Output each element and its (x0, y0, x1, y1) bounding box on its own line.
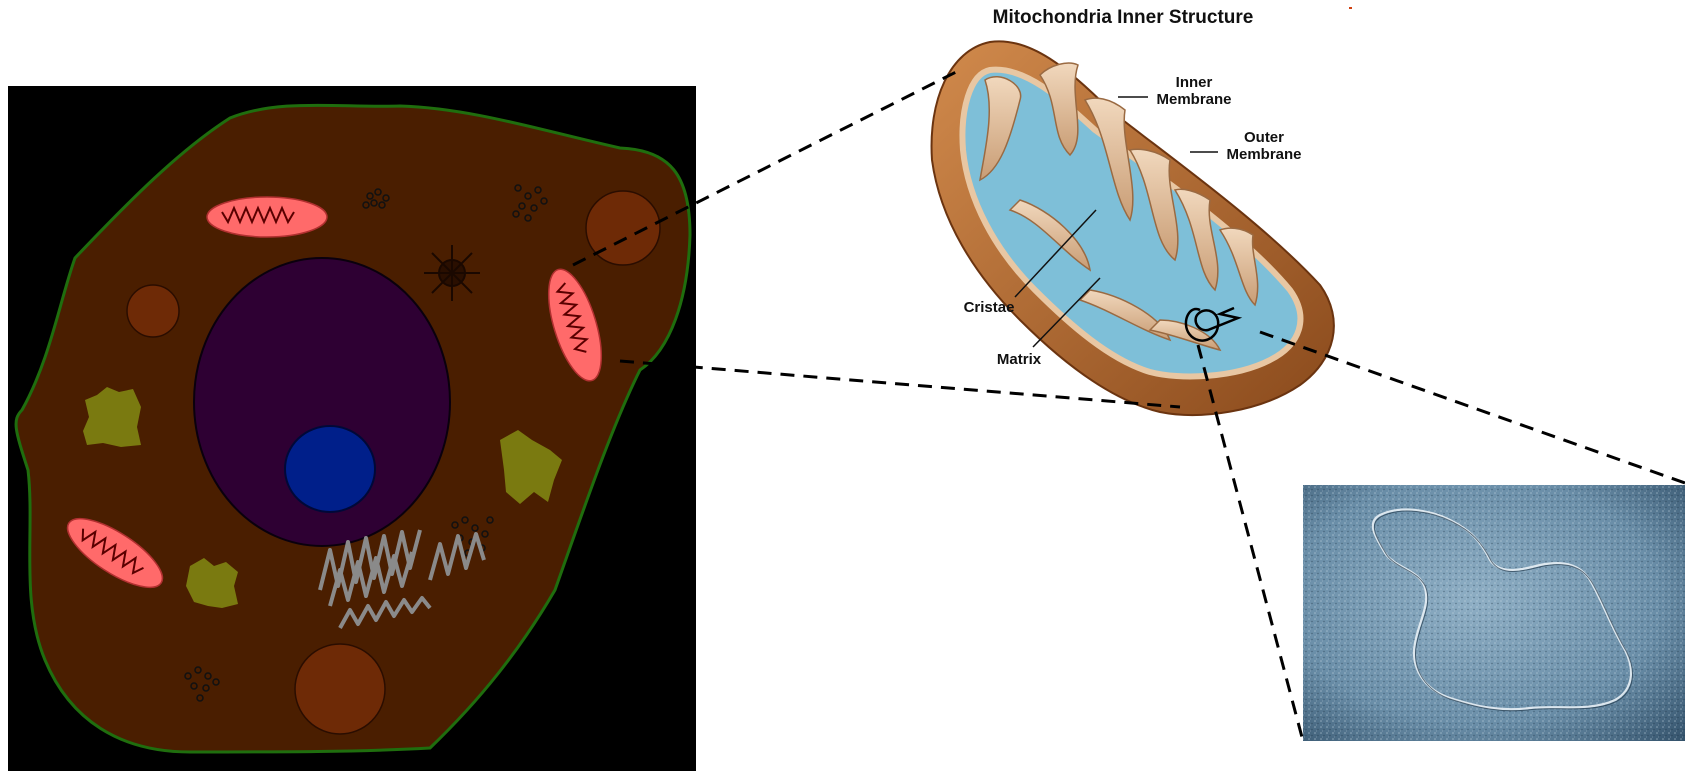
label-outer-line2: Membrane (1226, 146, 1301, 163)
dna-micrograph (1303, 485, 1685, 741)
label-matrix: Matrix (997, 351, 1042, 368)
vacuole (127, 285, 179, 337)
vacuole (295, 644, 385, 734)
cell-diagram (8, 86, 696, 771)
centrosome (424, 245, 480, 301)
label-inner-line2: Membrane (1156, 91, 1231, 108)
nucleolus (285, 426, 375, 512)
mitochondrion-top (207, 197, 327, 237)
label-outer-line1: Outer (1244, 129, 1284, 146)
diagram-title: Mitochondria Inner Structure (993, 7, 1254, 28)
stray-mark (1349, 7, 1352, 9)
label-cristae: Cristae (964, 299, 1015, 316)
olive-organelle (186, 558, 238, 608)
label-inner-line1: Inner (1176, 74, 1213, 91)
